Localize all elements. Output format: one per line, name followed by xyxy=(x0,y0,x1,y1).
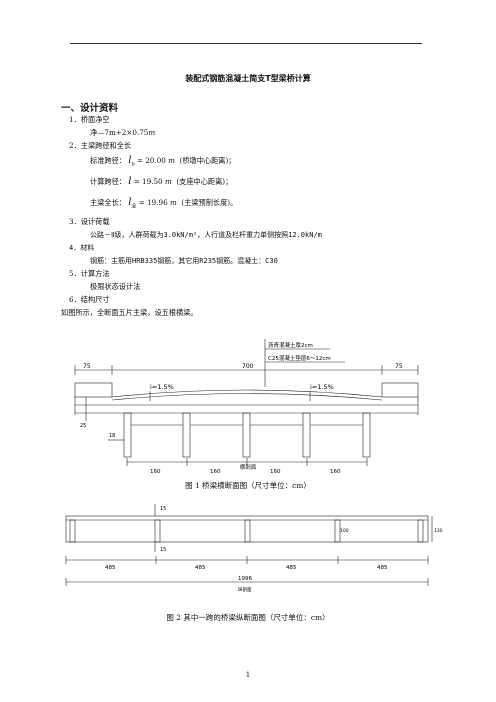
calc-label: 计算跨径： xyxy=(90,177,126,186)
diaphragm-elev-1 xyxy=(69,519,76,543)
diaphragm-elev-5 xyxy=(417,519,424,543)
spacing-label-4: 160 xyxy=(330,469,341,475)
item5-heading: 5．计算方法 xyxy=(69,269,110,278)
top-dim-label: 15 xyxy=(160,506,166,512)
cross-section-drawing: 沥青混凝土厚2cm C25混凝土垫层6～12cm 75 700 75 i=1.5… xyxy=(74,339,419,475)
total-length-label: 1996 xyxy=(238,576,252,582)
item5-value: 极限状态设计法 xyxy=(90,282,141,291)
spacing-label-1: 160 xyxy=(150,469,161,475)
curb-dim-label: 25 xyxy=(80,423,86,429)
item6-value: 如图所示，全断面五片主梁，设五根横梁。 xyxy=(61,308,198,317)
dim-mid-label: 700 xyxy=(242,363,254,370)
std-label: 标准跨径： xyxy=(90,156,126,165)
span-label-3: 485 xyxy=(286,565,297,571)
fig1-caption: 图 1 桥梁横断面图（尺寸单位：cm） xyxy=(185,481,311,490)
annotation-asphalt: 沥青混凝土厚2cm xyxy=(268,341,313,349)
standard-span: 标准跨径： lb = 20.00 m (桥墩中心距离)； xyxy=(90,155,235,167)
edge-dim-label: 18 xyxy=(109,433,115,439)
girder-web-2 xyxy=(182,412,191,458)
span-label-2: 485 xyxy=(195,565,206,571)
diaphragm-elev-4 xyxy=(334,519,341,543)
calc-value: = 19.50 xyxy=(133,177,163,186)
calc-unit: m xyxy=(164,177,172,186)
dim-left-label: 75 xyxy=(83,363,91,370)
left-sidewalk xyxy=(74,382,113,398)
calc-span: 计算跨径： l = 19.50 m (支座中心距离)； xyxy=(90,176,232,187)
item2-heading: 2．主梁跨径和全长 xyxy=(69,141,132,150)
std-note: (桥墩中心距离)； xyxy=(179,156,236,165)
std-unit: m xyxy=(168,156,175,165)
bottom-dim-label: 15 xyxy=(160,547,166,553)
item6-heading: 6．结构尺寸 xyxy=(69,295,110,304)
item1-value: 净—7m+2×0.75m xyxy=(90,128,155,138)
item1-unit: m xyxy=(148,128,156,137)
document-title: 装配式钢筋混凝土简支T型梁桥计算 xyxy=(185,74,311,83)
diaphragm-elev-2 xyxy=(154,519,161,543)
item4-value: 钢筋：主筋用HRB335钢筋，其它用R235钢筋。混凝土：C30 xyxy=(90,257,278,265)
slope-right-label: i=1.5% xyxy=(310,383,334,391)
span-label-1: 485 xyxy=(105,565,116,571)
span-label-4: 485 xyxy=(377,565,388,571)
beam-dim-label: 100 xyxy=(340,528,349,534)
full-unit: m xyxy=(169,198,177,207)
spacing-label-2: 160 xyxy=(210,469,221,475)
full-symbol: l xyxy=(128,197,132,208)
std-subscript: b xyxy=(131,161,135,168)
full-note: (主梁预制长度)。 xyxy=(181,198,238,207)
fig2-caption: 图 2 其中一跨的桥梁纵断面图（尺寸单位：cm） xyxy=(166,613,330,622)
full-subscript: 全 xyxy=(131,203,137,210)
item3-heading: 3．设计荷载 xyxy=(69,217,110,226)
girder-web-3 xyxy=(242,412,251,458)
girder-web-1 xyxy=(123,412,132,458)
section-heading: 一、设计资料 xyxy=(61,103,119,114)
girder-web-4 xyxy=(302,412,311,458)
full-value: = 19.96 xyxy=(138,198,168,207)
slope-left-label: i=1.5% xyxy=(150,383,174,391)
fig2-sublabel: 纵剖面 xyxy=(238,586,252,593)
page-number: 1 xyxy=(245,671,251,679)
annotation-concrete: C25混凝土垫层6～12cm xyxy=(268,354,331,362)
height-dim-label: 130 xyxy=(434,528,443,534)
calc-note: (支座中心距离)； xyxy=(176,177,233,186)
deck-surface xyxy=(111,389,383,398)
item3-value: 公路－Ⅱ级，人群荷载为3.0kN/m²，人行道及栏杆重力单侧按照12.0kN/m xyxy=(90,231,322,239)
diaphragm-elev-3 xyxy=(244,519,251,543)
item1-heading: 1．桥面净空 xyxy=(69,115,110,124)
right-sidewalk xyxy=(381,382,419,398)
spacing-label-3: 160 xyxy=(270,469,281,475)
fig1-sublabel: 横剖面 xyxy=(239,465,257,471)
full-label: 主梁全长： xyxy=(90,198,126,207)
full-length: 主梁全长： l全 = 19.96 m (主梁预制长度)。 xyxy=(90,197,237,209)
item4-heading: 4．材料 xyxy=(69,244,95,252)
calc-symbol: l xyxy=(128,176,132,187)
header-rule xyxy=(70,43,422,44)
item1-value-text: 净—7m+2×0.75 xyxy=(90,128,149,137)
std-value: = 20.00 xyxy=(136,156,166,165)
std-symbol: l xyxy=(128,155,132,166)
girder-web-5 xyxy=(362,412,371,458)
pavement-layer xyxy=(111,393,383,401)
longitudinal-section-drawing: 15 15 100 130 485 485 485 485 1996 纵剖面 xyxy=(65,504,443,593)
dim-right-label: 75 xyxy=(395,363,403,370)
